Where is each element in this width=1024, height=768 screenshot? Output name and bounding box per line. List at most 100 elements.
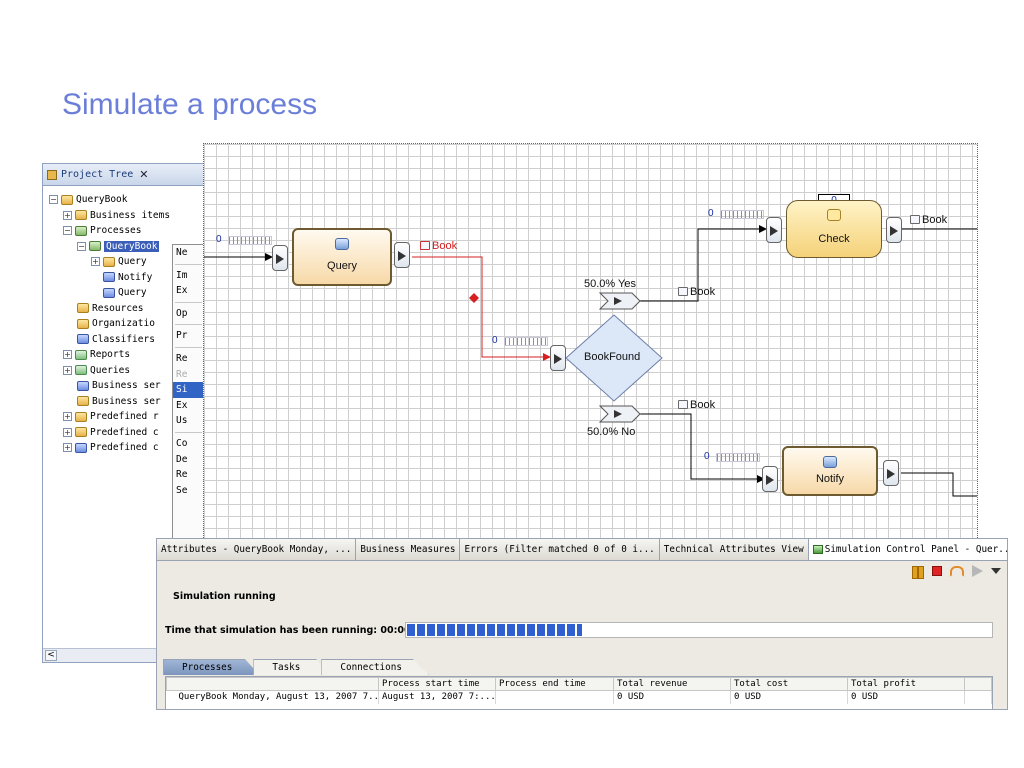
tree-item-predefined-2[interactable]: +Predefined c [49, 425, 211, 441]
column-header-end-time[interactable]: Process end time [495, 677, 614, 691]
column-header-process[interactable] [166, 677, 379, 691]
decision-input-port[interactable] [550, 345, 566, 371]
simulation-status: Simulation running [173, 591, 276, 602]
column-header-start-time[interactable]: Process start time [378, 677, 496, 691]
notify-input-port[interactable] [762, 466, 778, 492]
menu-separator [175, 431, 202, 433]
tab-attributes[interactable]: Attributes - QueryBook Monday, ... [157, 539, 357, 560]
tree-item-business-services-2[interactable]: Business ser [49, 394, 211, 410]
process-icon [89, 241, 101, 252]
query-output-label: Book [420, 240, 457, 252]
menu-item-search[interactable]: Se [176, 484, 188, 496]
check-input-port[interactable] [766, 217, 782, 243]
column-header-extra[interactable] [964, 677, 992, 691]
query-task[interactable]: Query [292, 228, 392, 286]
tree-item-label: Resources [92, 302, 144, 314]
query-output-port[interactable] [394, 242, 410, 268]
tree-item-processes[interactable]: −Processes [49, 223, 211, 239]
check-output-port[interactable] [886, 217, 902, 243]
expand-icon[interactable]: + [63, 365, 72, 375]
decision-input-counter: 0 [492, 335, 498, 346]
menu-item-rename[interactable]: Re [176, 469, 188, 481]
check-task[interactable]: Check [786, 200, 882, 258]
menu-item-import[interactable]: Im [176, 269, 188, 281]
tab-business-measures[interactable]: Business Measures [356, 539, 461, 560]
tree-item-business-items[interactable]: +Business items [49, 208, 211, 224]
connection-lines [204, 225, 978, 497]
collapse-icon[interactable]: − [49, 195, 58, 205]
pause-icon[interactable] [912, 565, 924, 579]
connection-notify-output[interactable] [901, 472, 978, 497]
tab-simulation-control-panel[interactable]: Simulation Control Panel - Quer... ☒ [808, 539, 1007, 560]
process-diagram-canvas[interactable]: 0 Query Book 0 BookFound 50.0% Yes 50.0%… [203, 143, 978, 540]
menu-item-export[interactable]: Ex [176, 285, 188, 297]
expand-icon[interactable]: + [63, 427, 72, 437]
tab-tasks[interactable]: Tasks [253, 659, 328, 675]
collapse-icon[interactable]: − [77, 241, 86, 251]
cell-total-profit: 0 USD [847, 690, 965, 704]
book-icon [678, 287, 688, 296]
notify-output-port[interactable] [883, 460, 899, 486]
menu-item-print[interactable]: Pr [176, 330, 188, 342]
tree-item-querybook[interactable]: −QueryBook [49, 192, 211, 208]
tab-connections[interactable]: Connections [321, 659, 429, 675]
folder-open-icon [61, 194, 73, 205]
expand-icon[interactable]: + [63, 412, 72, 422]
menu-separator [175, 301, 202, 303]
notify-task[interactable]: Notify [782, 446, 878, 496]
expand-icon[interactable]: + [63, 443, 72, 453]
project-tree-tab[interactable]: Project Tree ✕ [43, 164, 211, 186]
scroll-left-icon[interactable]: < [45, 650, 57, 661]
tree-item-reports[interactable]: +Reports [49, 347, 211, 363]
step-icon[interactable] [950, 565, 964, 577]
tree-item-label: Queries [90, 364, 131, 376]
check-output-label: Book [910, 214, 947, 226]
expand-icon[interactable]: + [63, 210, 72, 220]
menu-item-report[interactable]: Re [176, 352, 188, 364]
tree-item-resources[interactable]: Resources [49, 301, 211, 317]
queries-icon [75, 365, 87, 376]
query-input-port[interactable] [272, 245, 288, 271]
expand-icon[interactable]: + [63, 350, 72, 360]
task-icon [103, 256, 115, 267]
context-menu: Ne Im Ex Op Pr Re Re Si Ex Us Co De Re S… [172, 244, 204, 544]
connection-query-bookfound[interactable] [412, 256, 551, 361]
table-row[interactable]: QueryBook Monday, August 13, 2007 7... A… [166, 690, 992, 704]
project-tree-tab-label: Project Tree [61, 169, 134, 180]
view-menu-icon[interactable] [991, 568, 1001, 574]
play-icon[interactable] [972, 565, 983, 577]
menu-item-export-2[interactable]: Ex [176, 399, 188, 411]
menu-item-copy[interactable]: Co [176, 437, 188, 449]
tree-item-queries[interactable]: + Queries [49, 363, 211, 379]
menu-item-use[interactable]: Us [176, 415, 188, 427]
column-header-total-revenue[interactable]: Total revenue [613, 677, 731, 691]
simulation-panel: Attributes - QueryBook Monday, ... Busin… [156, 538, 1008, 710]
expand-icon[interactable]: + [91, 257, 100, 267]
close-icon[interactable]: ✕ [139, 168, 149, 181]
connection-yes-check[interactable] [636, 225, 767, 302]
tree-item-query-role[interactable]: Query [49, 285, 211, 301]
menu-item-open[interactable]: Op [176, 307, 188, 319]
stop-icon[interactable] [932, 566, 942, 576]
tree-item-predefined-3[interactable]: +Predefined c [49, 440, 211, 456]
slide-title: Simulate a process [62, 88, 318, 121]
column-header-total-profit[interactable]: Total profit [847, 677, 965, 691]
tree-item-organizations[interactable]: Organizatio [49, 316, 211, 332]
menu-item-delete[interactable]: De [176, 453, 188, 465]
collapse-icon[interactable]: − [63, 226, 72, 236]
menu-item-simulate[interactable]: Si [173, 382, 204, 398]
tree-item-querybook-process[interactable]: −QueryBook [49, 239, 211, 255]
tab-errors[interactable]: Errors (Filter matched 0 of 0 i... [460, 539, 660, 560]
tab-processes[interactable]: Processes [163, 659, 260, 675]
menu-item-new[interactable]: Ne [176, 247, 188, 258]
column-header-total-cost[interactable]: Total cost [730, 677, 848, 691]
tab-technical-attributes[interactable]: Technical Attributes View [660, 539, 809, 560]
tree-item-query[interactable]: +Query [49, 254, 211, 270]
tree-item-notify[interactable]: Notify [49, 270, 211, 286]
tree-item-business-services-1[interactable]: Business ser [49, 378, 211, 394]
check-task-label: Check [818, 233, 850, 245]
tree-item-predefined-1[interactable]: +Predefined r [49, 409, 211, 425]
connection-no-notify[interactable] [636, 413, 765, 483]
tree-item-classifiers[interactable]: Classifiers [49, 332, 211, 348]
decision-diamond[interactable] [565, 314, 663, 402]
